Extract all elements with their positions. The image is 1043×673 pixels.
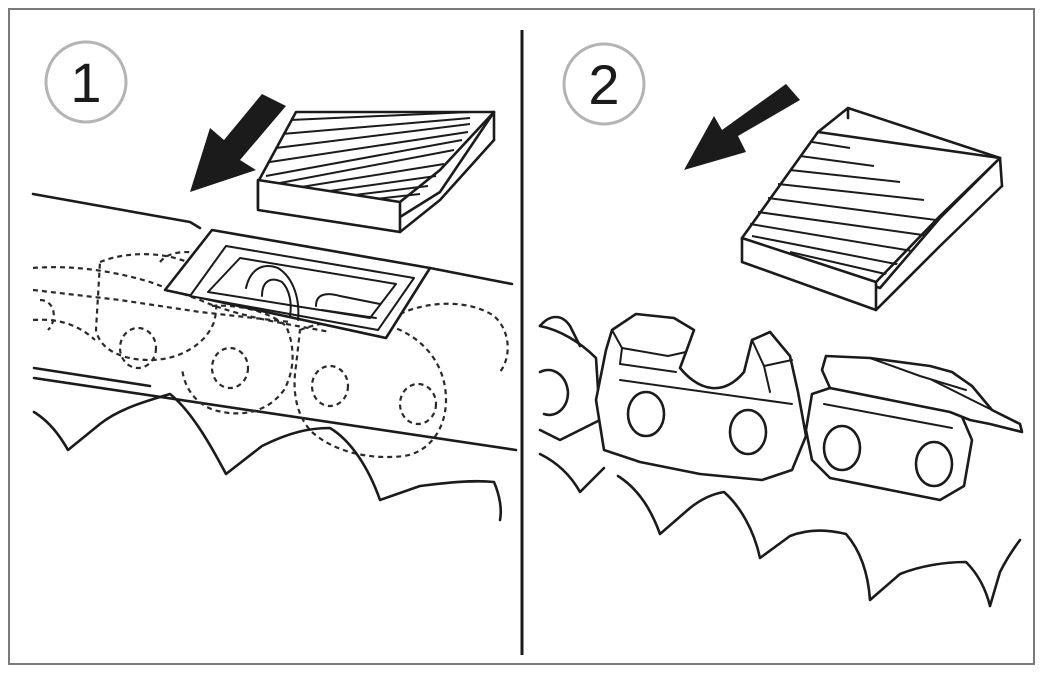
step-badge-1: 1 (44, 40, 128, 124)
flat-file-1 (256, 110, 496, 234)
diagram-frame (8, 8, 1035, 665)
chain-drive-teeth-1 (32, 392, 503, 522)
saw-chain-icon (538, 312, 1024, 608)
step-badge-2: 2 (562, 42, 646, 126)
flat-file-2 (740, 106, 1004, 312)
panel-step-1: 1 (31, 40, 518, 522)
step-number-2: 2 (588, 53, 619, 116)
guide-bar (31, 192, 518, 452)
hidden-chain-outline (32, 250, 509, 459)
depth-gauge-tool-seated (163, 228, 432, 340)
step-number-1: 1 (70, 51, 101, 114)
panel-step-2: 2 (538, 42, 1024, 608)
arrow-down-left-icon (190, 94, 286, 192)
arrow-down-left-icon (684, 84, 800, 170)
